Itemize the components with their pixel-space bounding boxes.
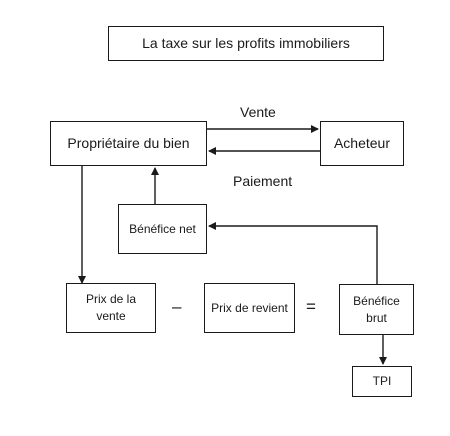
node-benefice-net: Bénéfice net (118, 204, 207, 254)
title-box: La taxe sur les profits immobiliers (108, 26, 384, 61)
edge-label-paiement: Paiement (233, 173, 293, 189)
node-prix-vente: Prix de la vente (66, 283, 156, 333)
node-tpi: TPI (352, 366, 412, 397)
node-proprietaire: Propriétaire du bien (50, 121, 207, 166)
operator-equals: = (306, 297, 316, 316)
edge-label-vente: Vente (240, 104, 276, 120)
node-acheteur: Acheteur (320, 121, 404, 166)
node-benefice-brut: Bénéfice brut (339, 284, 414, 335)
arrow-benefice-brut-to-benefice-net (208, 222, 378, 284)
node-prix-revient: Prix de revient (204, 283, 295, 333)
operator-minus: – (172, 297, 182, 316)
